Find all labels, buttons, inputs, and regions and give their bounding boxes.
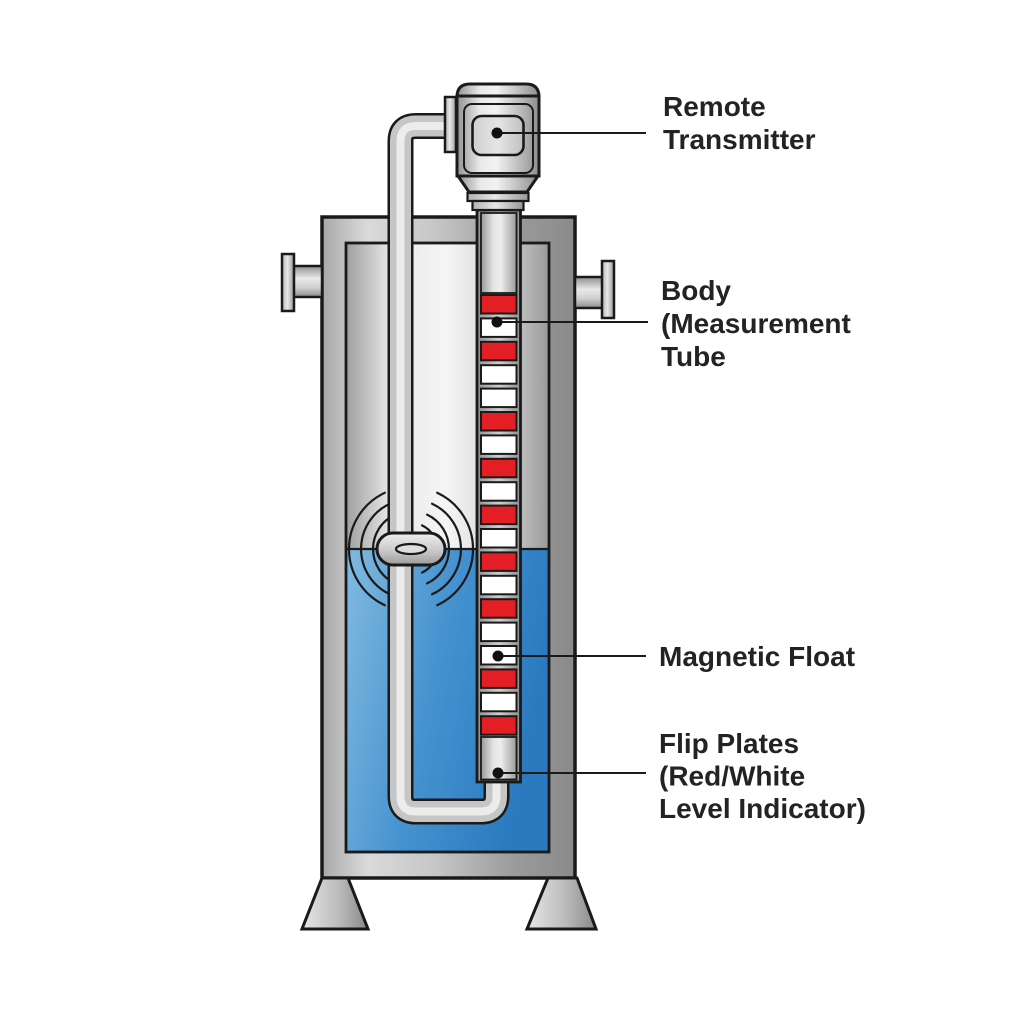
transmitter-neck-flange-narrow — [471, 199, 525, 212]
tank-inner-wall — [344, 241, 551, 854]
ripple-arc-right-3 — [431, 502, 463, 596]
ripple-arc-left-2 — [372, 513, 396, 585]
right-nozzle-flange — [600, 259, 616, 320]
pipe-highlight — [396, 122, 501, 816]
left-nozzle-pipe — [290, 264, 324, 299]
label-body-tube-line1: Body — [661, 275, 731, 306]
ripple-arc-right-4 — [436, 491, 475, 607]
transmitter-bottom-chamfer — [455, 174, 541, 194]
float-slot — [394, 542, 428, 556]
left-nozzle-flange — [280, 252, 296, 313]
tube-top-section — [480, 212, 518, 294]
ripple-arc-right-2 — [426, 513, 450, 585]
label-remote-transmitter-line2: Transmitter — [663, 124, 816, 155]
label-flip-plates-line1: Flip Plates — [659, 728, 799, 759]
transmitter-top-cap — [455, 82, 541, 99]
right-nozzle-pipe — [573, 275, 606, 310]
right-nozzle — [573, 259, 616, 320]
measurement-tube — [475, 208, 522, 784]
flip-plate-9-white — [480, 481, 518, 502]
label-flip-plates-line2: (Red/White — [659, 761, 805, 792]
flip-plate-11-white — [480, 528, 518, 549]
flip-plate-18-white — [480, 691, 518, 713]
ripple-arc-left-4 — [347, 491, 386, 607]
flip-plate-14-red — [480, 598, 518, 619]
label-magnetic-float: Magnetic Float — [659, 641, 855, 672]
left-nozzle — [280, 252, 324, 313]
label-flip-plates-line3: Level Indicator) — [659, 793, 866, 824]
flip-plate-3-red — [480, 340, 518, 362]
leader-dot-body-tube — [491, 316, 503, 328]
left-leg — [299, 876, 371, 931]
label-body-tube-line3: Tube — [661, 341, 726, 372]
flip-plate-13-white — [480, 574, 518, 596]
leader-dot-flip-plates — [492, 767, 504, 779]
flip-plate-4-white — [480, 364, 518, 385]
transmitter-neck-flange-wide — [466, 191, 530, 203]
leader-dot-magnetic-float — [492, 650, 504, 662]
label-magnetic-float-line1: Magnetic Float — [659, 641, 855, 672]
label-flip-plates: Flip Plates (Red/White Level Indicator) — [659, 728, 866, 824]
leader-dot-remote-transmitter — [491, 127, 503, 139]
connecting-pipe — [387, 113, 510, 825]
label-remote-transmitter: Remote Transmitter — [663, 91, 816, 155]
flip-plate-12-red — [480, 551, 518, 572]
label-body-tube-line2: (Measurement — [661, 308, 851, 339]
flip-plate-6-red — [480, 411, 518, 432]
flip-plate-8-red — [480, 457, 518, 479]
flip-plate-1-red — [480, 294, 518, 315]
magnetic-float — [375, 531, 447, 567]
right-leg — [524, 876, 599, 931]
label-remote-transmitter-line1: Remote — [663, 91, 766, 122]
flip-plate-17-red — [480, 668, 518, 689]
flip-plates-stack — [480, 294, 518, 736]
transmitter-side-flange — [443, 95, 458, 154]
transmitter-panel-outline — [463, 103, 534, 174]
flip-plate-10-red — [480, 504, 518, 526]
flip-plate-19-red — [480, 715, 518, 736]
leader-dots — [491, 127, 504, 779]
ripple-arc-left-3 — [359, 502, 391, 596]
flip-plate-15-white — [480, 621, 518, 643]
flip-plate-7-white — [480, 434, 518, 455]
leader-lines — [497, 132, 648, 774]
flip-plate-5-white — [480, 387, 518, 409]
label-body-tube: Body (Measurement Tube — [661, 275, 851, 372]
